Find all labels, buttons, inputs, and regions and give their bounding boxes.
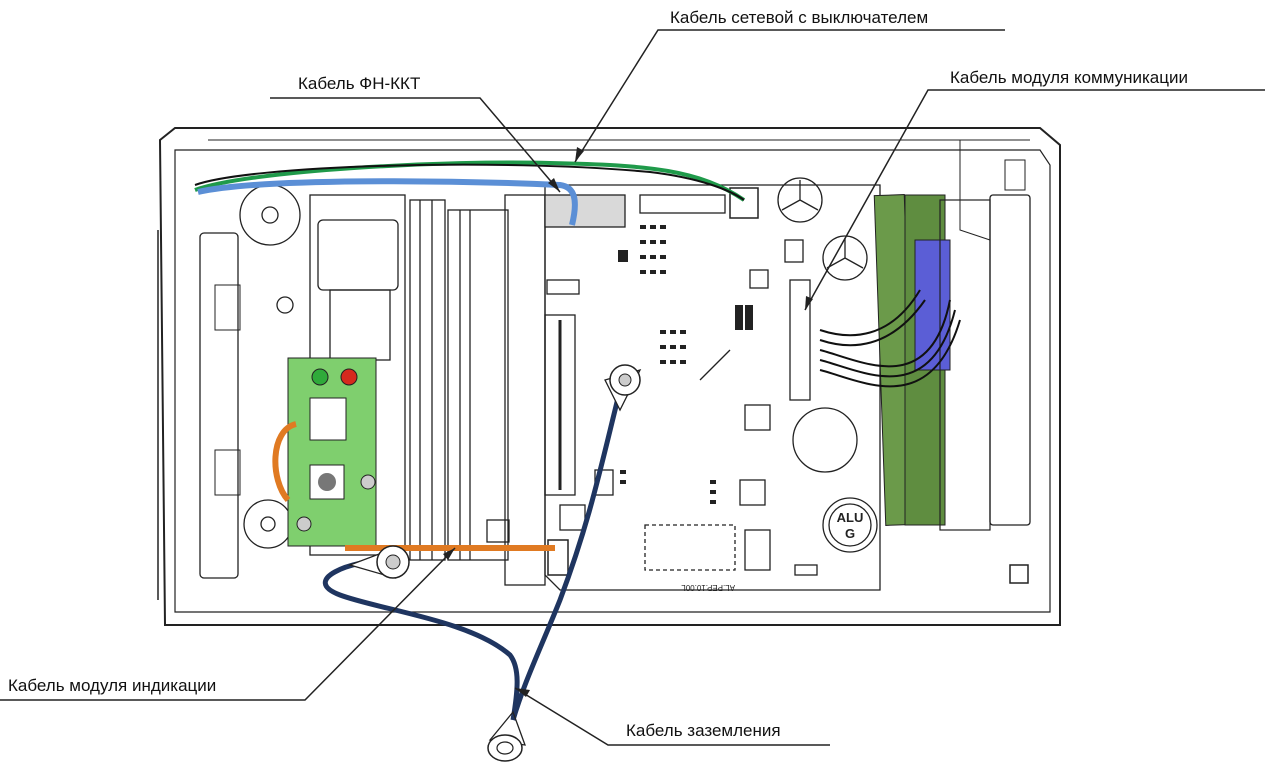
fn-cable [197, 178, 578, 226]
label-fn-cable: Кабель ФН-ККТ [298, 74, 421, 93]
leader-indication [0, 547, 456, 701]
housing [157, 127, 1061, 626]
arrowheads [443, 147, 813, 697]
pcb-id: AL.PEP.10.00L [681, 583, 735, 592]
smd-components [618, 225, 753, 504]
leader-fn [270, 97, 561, 193]
leader-ground [514, 687, 830, 746]
inductor-label-1: ALU [837, 510, 864, 525]
main-board [544, 177, 881, 591]
ground-screw-bottom [347, 545, 410, 579]
comm-module [819, 194, 991, 531]
power-cable [194, 160, 746, 202]
label-power-cable: Кабель сетевой с выключателем [670, 8, 929, 27]
label-comm-cable: Кабель модуля коммуникации [950, 68, 1188, 87]
inductor-label-2: G [845, 526, 855, 541]
leader-power [574, 29, 1005, 163]
leader-comm [804, 89, 1265, 311]
ground-cable [322, 389, 623, 721]
ground-screw-top [604, 364, 642, 412]
leader-lines [0, 29, 1265, 746]
ground-lug [487, 710, 526, 762]
indication-cable [272, 421, 555, 551]
indication-board [287, 357, 377, 547]
label-ground-cable: Кабель заземления [626, 721, 781, 740]
label-indication-cable: Кабель модуля индикации [8, 676, 217, 695]
